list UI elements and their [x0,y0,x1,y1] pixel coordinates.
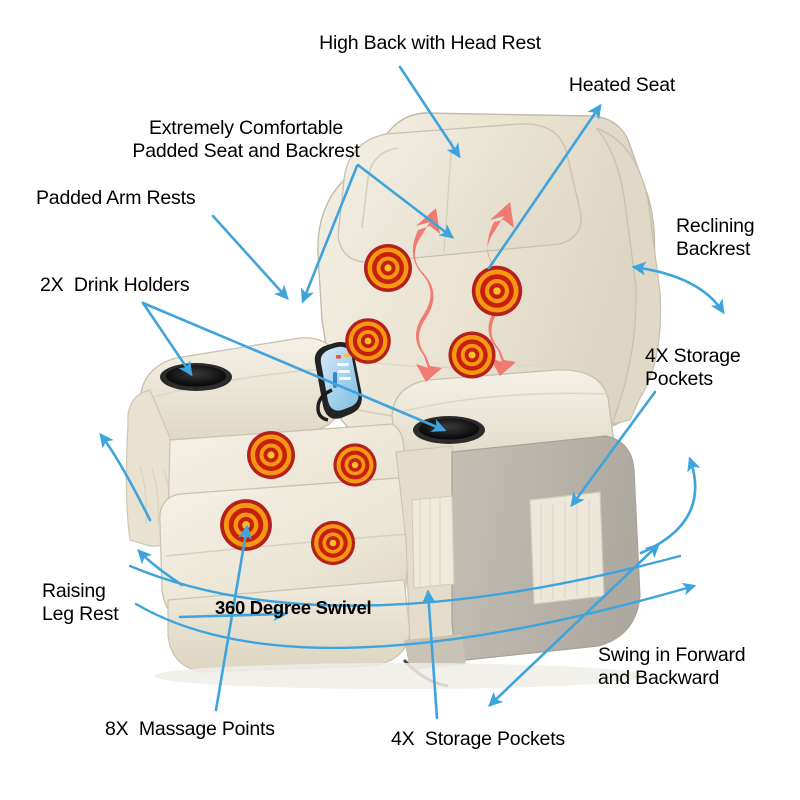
callout-storage-pockets-bottom: 4X Storage Pockets [391,728,565,750]
callout-reclining-backrest: Reclining Backrest [676,215,755,260]
callout-massage-points: 8X Massage Points [105,718,275,740]
backrest-right-wing [595,127,662,425]
callout-high-back-head-rest: High Back with Head Rest [319,32,541,54]
annotation-arrows [99,65,725,720]
arrow-swing-curve-up [639,456,701,555]
massage-point [333,443,377,487]
callout-storage-pockets-right: 4X Storage Pockets [645,345,741,390]
arrow-padded-arm-rests [211,214,289,300]
arrow-massage-points [214,524,252,712]
massage-point [310,520,356,566]
massage-point [220,499,272,551]
arrow-heated-seat [487,103,602,270]
callout-swing-forward-backward: Swing in Forward and Backward [598,644,746,689]
massage-points-group [220,244,523,566]
massage-point [471,265,523,317]
callout-padded-arm-rests: Padded Arm Rests [36,187,196,209]
chair-left-armrest [139,337,341,441]
callout-heated-seat: Heated Seat [568,74,676,96]
arrow-reclining-backrest [631,261,725,315]
callout-extremely-comfortable: Extremely Comfortable Padded Seat and Ba… [132,117,360,162]
cup-holder-left [166,365,226,387]
callout-drink-holders: 2X Drink Holders [40,274,190,296]
arrow-high-back [398,65,461,159]
arrow-raising-leg-rest-up [99,432,152,522]
arrow-comfort-backrest [356,163,455,239]
arrow-storage-pocket-right [570,390,657,508]
arrow-drink-holder-left [141,301,193,377]
arrow-swing-diagonal [488,543,660,707]
massage-point [345,318,391,364]
arrow-storage-pocket-bottom [421,589,439,720]
massage-remote-control [314,342,362,422]
massage-point [364,244,412,292]
chair-headrest [337,123,582,263]
massage-point [247,431,295,479]
callout-360-degree-swivel: 360 Degree Swivel [215,597,372,618]
callout-raising-leg-rest: Raising Leg Rest [42,580,119,625]
storage-pocket-left [411,495,455,589]
arrow-drink-holder-right [141,301,447,432]
arrow-comfort-seat [300,164,359,304]
cup-holder-right [419,418,479,440]
chair-body [125,112,662,689]
massage-point [448,331,496,379]
